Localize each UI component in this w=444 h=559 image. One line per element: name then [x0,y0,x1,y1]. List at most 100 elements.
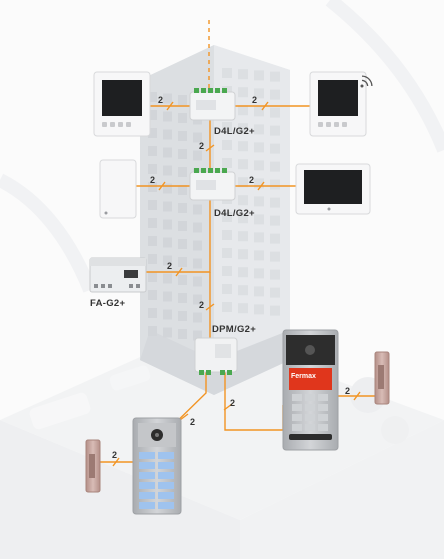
building-window [178,203,187,213]
building-window [178,239,187,249]
monitor-mid-left [99,159,137,219]
building-window [178,293,187,303]
building-window [238,87,248,98]
building-window [270,305,280,316]
door-strike-right [374,351,390,405]
building-window [148,110,157,120]
building-window [222,248,232,258]
building-window [193,258,202,269]
building-window [178,113,187,123]
building-window [163,309,172,320]
building-window [238,69,248,80]
building-window [238,213,248,224]
building-window [238,285,248,296]
building-window [238,267,248,278]
background-arcs [0,0,444,290]
building-window [254,304,264,315]
building-window [178,221,187,231]
building-window [254,196,264,207]
push-button [139,472,155,479]
building-window [193,150,202,161]
building-window [254,160,264,171]
building-window [193,222,202,233]
building-window [148,92,157,102]
building-window [193,204,202,215]
building-window [270,179,280,190]
wifi-icon [360,75,373,88]
building-window [148,200,157,210]
keypad-key [305,394,315,401]
building-window [163,111,172,122]
building-window [270,233,280,244]
building-window [148,290,157,300]
building-window [270,107,280,118]
keypad-key [292,424,302,431]
keypad-key [292,414,302,421]
building-window [254,106,264,117]
building-window [178,95,187,105]
building-window [148,308,157,318]
building-window [193,294,202,305]
d4l-distributor-top [189,88,236,121]
building-window [163,129,172,140]
building-window [163,237,172,248]
push-button [158,472,174,479]
dpm-module [194,337,238,375]
cable-slashes [112,101,361,467]
building-window [254,214,264,225]
building-window [254,178,264,189]
building-window [270,125,280,136]
push-button [158,502,174,509]
building-window [163,219,172,230]
building-window [238,231,248,242]
outdoor-panel-keypad [282,329,339,451]
cable-number: 2 [230,398,236,408]
d4l-distributor-mid [189,168,236,201]
outdoor-panel-buttons [132,417,182,515]
building-window [193,132,202,143]
cable-number: 2 [190,417,196,427]
keypad-key [305,414,315,421]
label-d4l-mid: D4L/G2+ [214,208,255,219]
building-window [163,273,172,284]
keypad-key [318,394,328,401]
building-window [163,165,172,176]
building-window [270,197,280,208]
building-window [238,123,248,134]
door-strike-left [85,439,101,493]
building-window [148,128,157,138]
building-window [178,131,187,141]
building-window [254,88,264,99]
cable-number: 2 [199,300,205,310]
building-window [270,143,280,154]
building-window [148,182,157,192]
building-window [163,255,172,266]
building-window [238,105,248,116]
building-window [193,276,202,287]
building-window [222,212,232,222]
keypad-key [318,424,328,431]
building-window [193,312,202,323]
keypad-keys [292,394,328,431]
cable-number: 2 [345,386,351,396]
building-window [178,185,187,195]
building-window [254,250,264,261]
building-window [178,167,187,177]
monitor-mid-right [295,163,371,215]
building-window [193,240,202,251]
keypad-key [318,414,328,421]
building-window [148,272,157,282]
building-window [254,232,264,243]
building-window [163,201,172,212]
building-window [254,124,264,135]
building-window [254,142,264,153]
building-window [163,183,172,194]
monitor-top-right [309,71,367,137]
building-window [178,257,187,267]
push-button [139,492,155,499]
building-window [193,330,202,341]
push-button [158,462,174,469]
building-window [222,122,232,132]
building-window [238,141,248,152]
